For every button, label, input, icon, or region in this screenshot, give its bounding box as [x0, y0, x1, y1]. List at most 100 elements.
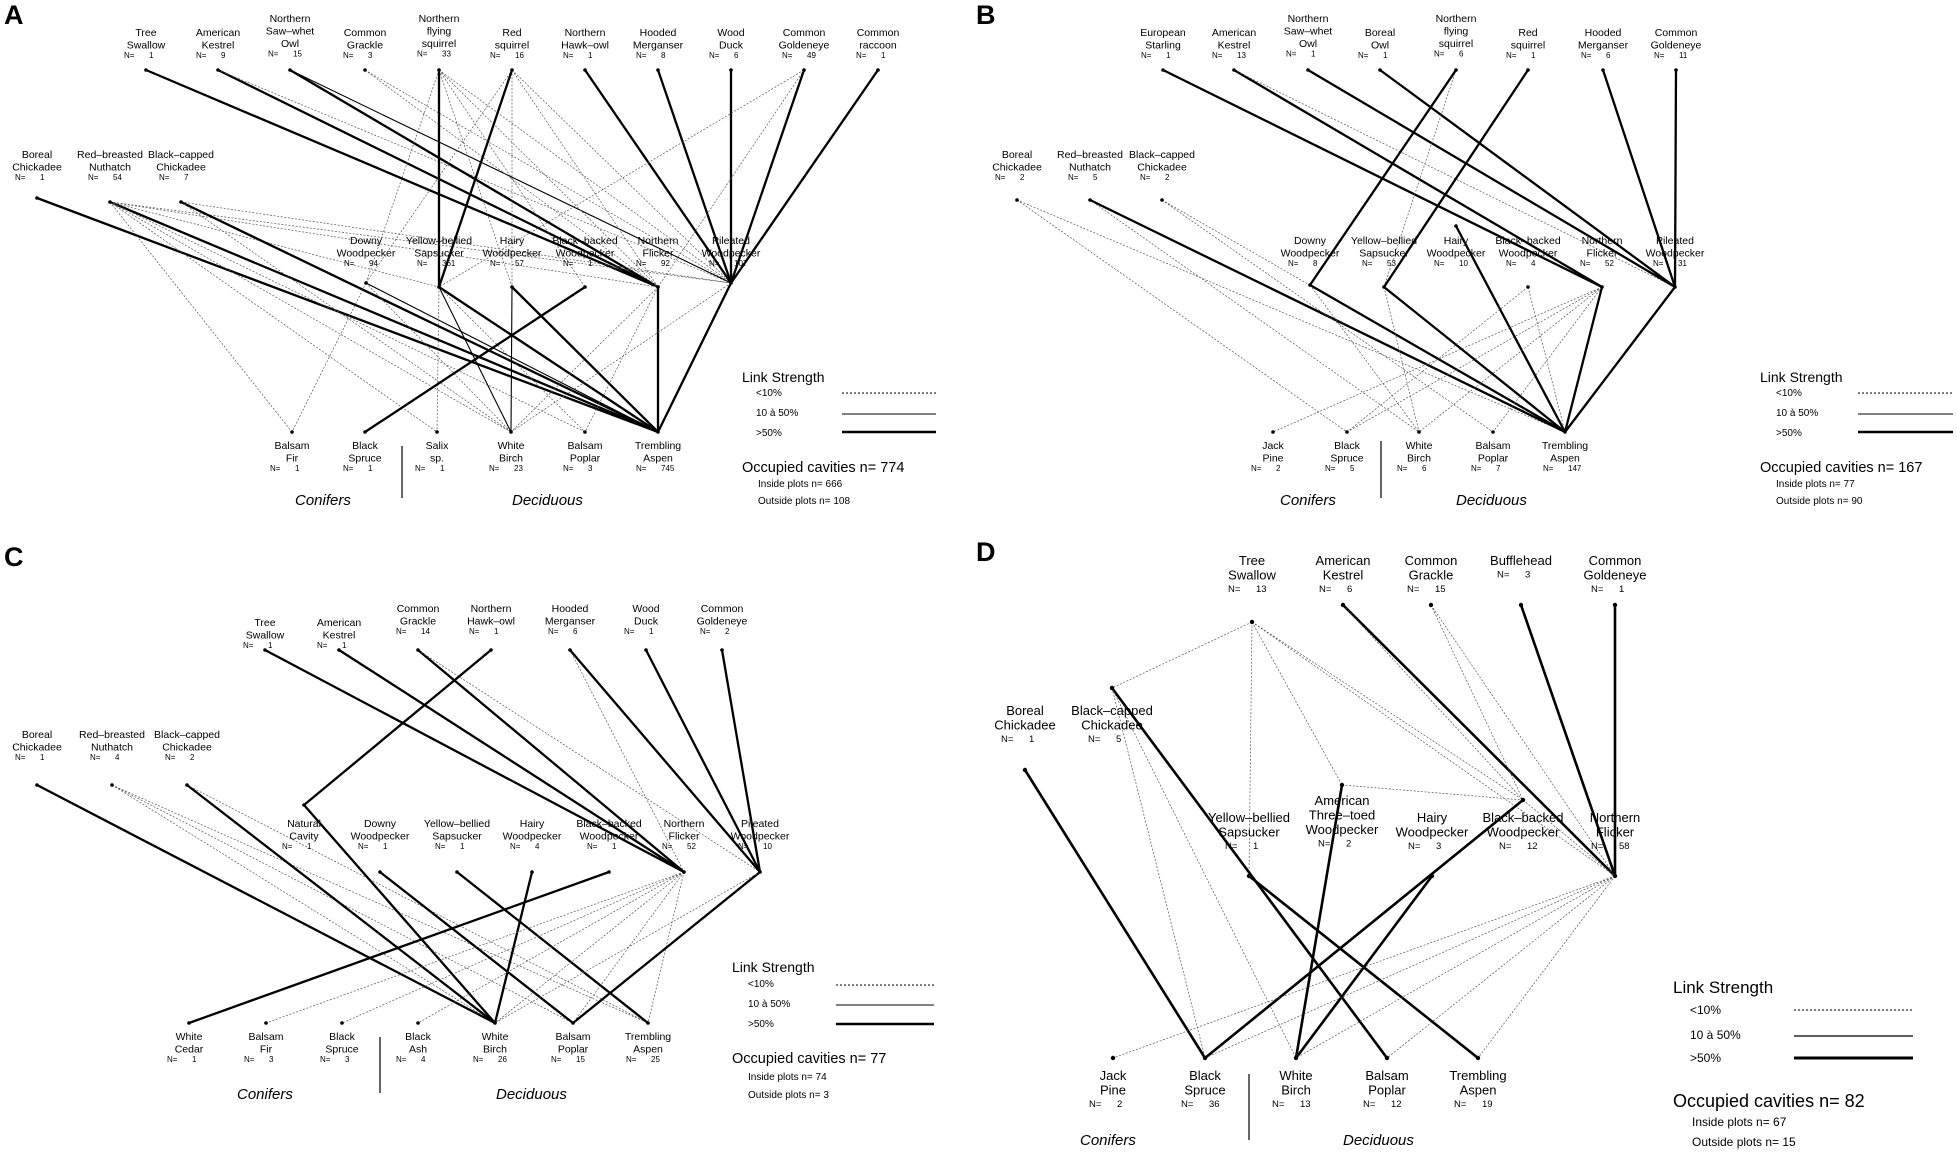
node-label-d_hw-0: Hairy — [1417, 810, 1448, 825]
node-label-a_wb-0: White — [498, 440, 525, 452]
n-value-a_bcc: 7 — [184, 173, 189, 182]
node-dot-b_dw — [1308, 283, 1312, 287]
n-prefix-a_hw: N= — [490, 259, 501, 268]
node-dot-a_cg — [363, 68, 367, 72]
n-value-b_bc: 2 — [1020, 173, 1025, 182]
n-prefix-b_nf: N= — [1580, 259, 1591, 268]
n-prefix-a_sx: N= — [415, 464, 426, 473]
node-label-a_nho-0: Northern — [565, 27, 606, 39]
node-label-d_wb-0: White — [1279, 1068, 1312, 1083]
node-label-c_pw-0: Pileated — [741, 818, 779, 830]
node-label-d_nf-1: Flicker — [1596, 825, 1635, 840]
node-label-a_ak-1: Kestrel — [202, 40, 235, 52]
n-prefix-c_ybs: N= — [435, 842, 446, 851]
node-label-d_ts-0: Tree — [1239, 553, 1265, 568]
node-label-a_bcc-1: Chickadee — [156, 162, 206, 174]
link-a_dw-a_wb — [365, 282, 512, 433]
outside-plots-c: Outside plots n= 3 — [748, 1090, 829, 1101]
node-label-c_bp-0: Balsam — [555, 1031, 590, 1043]
outside-plots-a: Outside plots n= 108 — [758, 496, 850, 507]
link-a_cgo-a_ybs — [438, 69, 805, 288]
n-value-b_bs: 5 — [1350, 464, 1355, 473]
node-dot-b_cgo — [1674, 68, 1678, 72]
link-c_pw-c_wb — [494, 871, 761, 1024]
n-value-d_hw: 3 — [1436, 841, 1441, 852]
link-d_bcc-d_wb — [1111, 687, 1297, 1059]
n-value-c_nc: 1 — [307, 842, 312, 851]
link-b_bc-b_bs — [1016, 199, 1348, 433]
link-c_nf-c_wb — [494, 871, 685, 1024]
node-label-a_bs-1: Spruce — [348, 453, 381, 465]
node-label-b_nsw-1: Saw–whet — [1284, 26, 1333, 38]
node-label-b_rs-0: Red — [1518, 27, 1537, 39]
node-label-d_nf-0: Northern — [1590, 810, 1641, 825]
node-label-c_ak-1: Kestrel — [323, 630, 356, 642]
node-label-c_ta-0: Trembling — [625, 1031, 671, 1043]
link-a_hw-a_ta — [511, 286, 659, 433]
node-label-b_bc-0: Boreal — [1002, 149, 1032, 161]
link-d_ts-d_att — [1251, 621, 1343, 786]
node-dot-d_bbw — [1520, 797, 1526, 803]
node-dot-c_bf — [264, 1021, 268, 1025]
node-label-c_ba-1: Ash — [409, 1044, 427, 1056]
legend-medium-a: 10 à 50% — [756, 408, 798, 419]
n-value-d_att: 2 — [1346, 839, 1351, 850]
node-label-a_ybs-0: Yellow–bellied — [406, 235, 472, 247]
link-a_rbn-a_bf — [109, 201, 293, 433]
link-b_ybs-b_wb — [1383, 286, 1420, 433]
node-label-d_cgo-1: Goldeneye — [1584, 568, 1647, 583]
node-label-d_att-0: American — [1315, 793, 1370, 808]
n-prefix-d_bp: N= — [1363, 1099, 1376, 1110]
link-c_pw-c_bp — [572, 871, 761, 1024]
node-label-c_nc-1: Cavity — [289, 831, 319, 843]
node-label-a_nf-1: Flicker — [643, 248, 674, 260]
node-label-c_bbw-0: Black–backed — [576, 818, 642, 830]
node-label-d_att-1: Three–toed — [1309, 808, 1376, 823]
node-label-a_rs-0: Red — [502, 27, 521, 39]
n-prefix-a_bc: N= — [15, 173, 26, 182]
node-label-a_sx-0: Salix — [426, 440, 450, 452]
link-a_nho-a_pw — [584, 69, 732, 284]
n-value-b_rs: 1 — [1531, 51, 1536, 60]
n-value-d_wb: 13 — [1300, 1099, 1311, 1110]
link-d_att-d_wb — [1294, 784, 1344, 1059]
n-value-a_nsw: 15 — [293, 50, 302, 59]
node-dot-d_hw — [1429, 873, 1435, 879]
link-a_bcc-a_wb — [180, 201, 512, 433]
n-value-b_hw: 10 — [1459, 259, 1468, 268]
conifers-label-a: Conifers — [295, 492, 351, 509]
n-value-a_sx: 1 — [440, 464, 445, 473]
node-label-c_nho-1: Hawk–owl — [467, 616, 515, 628]
n-prefix-b_bc: N= — [995, 173, 1006, 182]
node-label-b_hm-1: Merganser — [1578, 40, 1629, 52]
n-value-a_ta: 745 — [661, 464, 675, 473]
n-prefix-c_cg: N= — [396, 627, 407, 636]
node-dot-a_nsw — [288, 68, 292, 72]
node-label-d_ak-1: Kestrel — [1323, 568, 1364, 583]
n-prefix-b_bcc: N= — [1140, 173, 1151, 182]
legend-title-b: Link Strength — [1760, 369, 1843, 385]
node-label-c_dw-0: Downy — [364, 818, 397, 830]
link-d_cg-d_nf — [1430, 604, 1616, 877]
node-dot-a_ta — [656, 430, 660, 434]
n-value-d_nf: 58 — [1619, 841, 1630, 852]
node-label-a_ak-0: American — [196, 27, 241, 39]
node-label-b_cgo-1: Goldeneye — [1651, 40, 1702, 52]
node-label-c_rbn-0: Red–breasted — [79, 729, 145, 741]
node-dot-a_bc — [35, 196, 39, 200]
link-a_rs-a_pw — [511, 69, 732, 284]
